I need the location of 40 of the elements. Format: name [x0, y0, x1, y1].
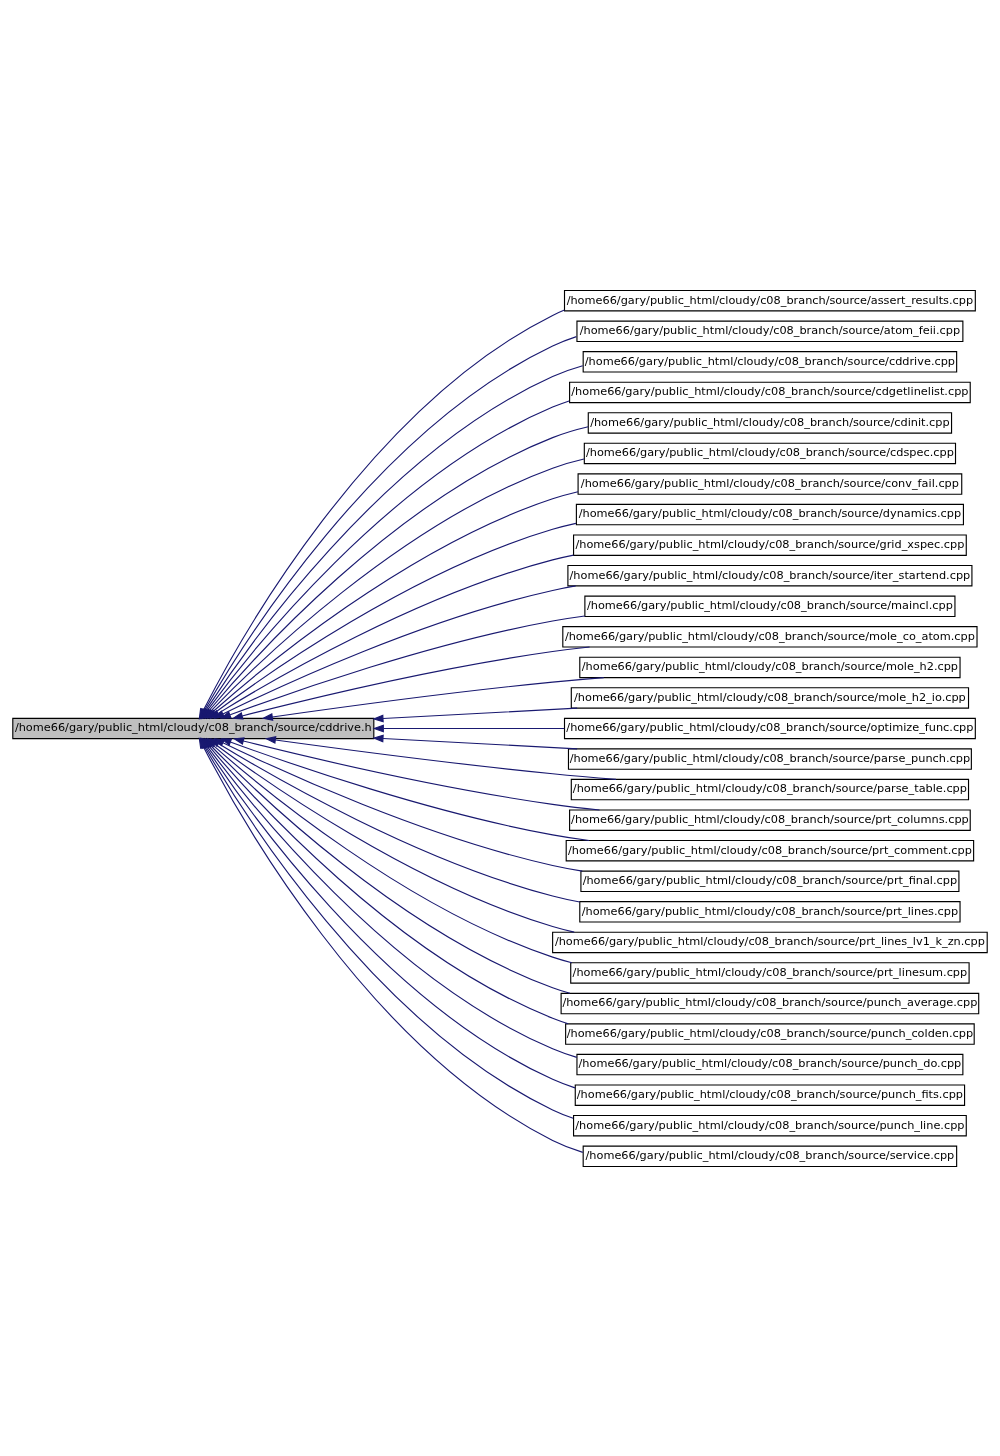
node-box: /home66/gary/public_html/cloudy/c08_branch/source/punch_average.cpp [560, 992, 980, 1014]
node-box: /home66/gary/public_html/cloudy/c08_branch/source/prt_columns.cpp [569, 808, 971, 831]
node-box: /home66/gary/public_html/cloudy/c08_branch/source/cddrive.h [12, 717, 375, 739]
arrow [372, 734, 578, 749]
arrow [232, 736, 601, 811]
arrow [213, 584, 577, 719]
node-box: /home66/gary/public_html/cloudy/c08_branch/source/assert_results.cpp [563, 289, 976, 311]
arrow [372, 707, 578, 722]
node-box: /home66/gary/public_html/cloudy/c08_branch/source/mole_h2_io.cpp [570, 686, 970, 709]
node-box: /home66/gary/public_html/cloudy/c08_branch/source/prt_linesum.cpp [570, 961, 970, 984]
node-box: /home66/gary/public_html/cloudy/c08_branch/source/punch_do.cpp [576, 1053, 964, 1075]
arrow [264, 735, 617, 780]
node-box: /home66/gary/public_html/cloudy/c08_branch/source/dynamics.cpp [575, 503, 964, 525]
node-box: /home66/gary/public_html/cloudy/c08_branch/source/optimize_func.cpp [563, 717, 976, 739]
node-box: /home66/gary/public_html/cloudy/c08_branch/source/maincl.cpp [584, 595, 956, 617]
arrow [372, 724, 565, 732]
node-box: /home66/gary/public_html/cloudy/c08_branch/source/grid_xspec.cpp [573, 533, 967, 556]
node-box: /home66/gary/public_html/cloudy/c08_branch/source/prt_comment.cpp [565, 839, 975, 861]
node-box: /home66/gary/public_html/cloudy/c08_branch/source/prt_lines_lv1_k_zn.cpp [552, 931, 988, 953]
node-box: /home66/gary/public_html/cloudy/c08_branch/source/parse_punch.cpp [567, 747, 972, 770]
node-box: /home66/gary/public_html/cloudy/c08_branch/source/cddrive.cpp [582, 350, 958, 373]
node-box: /home66/gary/public_html/cloudy/c08_branch/source/prt_final.cpp [580, 870, 960, 892]
node-box: /home66/gary/public_html/cloudy/c08_branch/source/punch_line.cpp [573, 1114, 967, 1136]
node-box: /home66/gary/public_html/cloudy/c08_branch/source/atom_feii.cpp [576, 320, 964, 342]
node-box: /home66/gary/public_html/cloudy/c08_branch/source/conv_fail.cpp [577, 472, 963, 495]
node-box: /home66/gary/public_html/cloudy/c08_branch/source/cdspec.cpp [583, 442, 957, 464]
node-box: /home66/gary/public_html/cloudy/c08_branch/source/cdgetlinelist.cpp [569, 381, 971, 403]
node-box: /home66/gary/public_html/cloudy/c08_branch/source/service.cpp [582, 1145, 958, 1167]
arrow [261, 676, 605, 721]
node-box: /home66/gary/public_html/cloudy/c08_branch/source/iter_startend.cpp [567, 564, 973, 586]
arrow [219, 614, 586, 719]
node-box: /home66/gary/public_html/cloudy/c08_branch/source/mole_h2.cpp [579, 656, 961, 678]
node-box: /home66/gary/public_html/cloudy/c08_branch/source/parse_table.cpp [570, 778, 970, 800]
node-box: /home66/gary/public_html/cloudy/c08_branch/source/punch_fits.cpp [574, 1083, 966, 1106]
arrow [220, 737, 590, 841]
node-box: /home66/gary/public_html/cloudy/c08_branch/source/mole_co_atom.cpp [562, 625, 978, 648]
node-box: /home66/gary/public_html/cloudy/c08_branch/source/prt_lines.cpp [579, 900, 961, 923]
node-box: /home66/gary/public_html/cloudy/c08_branch/source/cdinit.cpp [587, 411, 953, 434]
node-box: /home66/gary/public_html/cloudy/c08_branch/source/punch_colden.cpp [565, 1022, 975, 1045]
arrow [231, 645, 591, 720]
